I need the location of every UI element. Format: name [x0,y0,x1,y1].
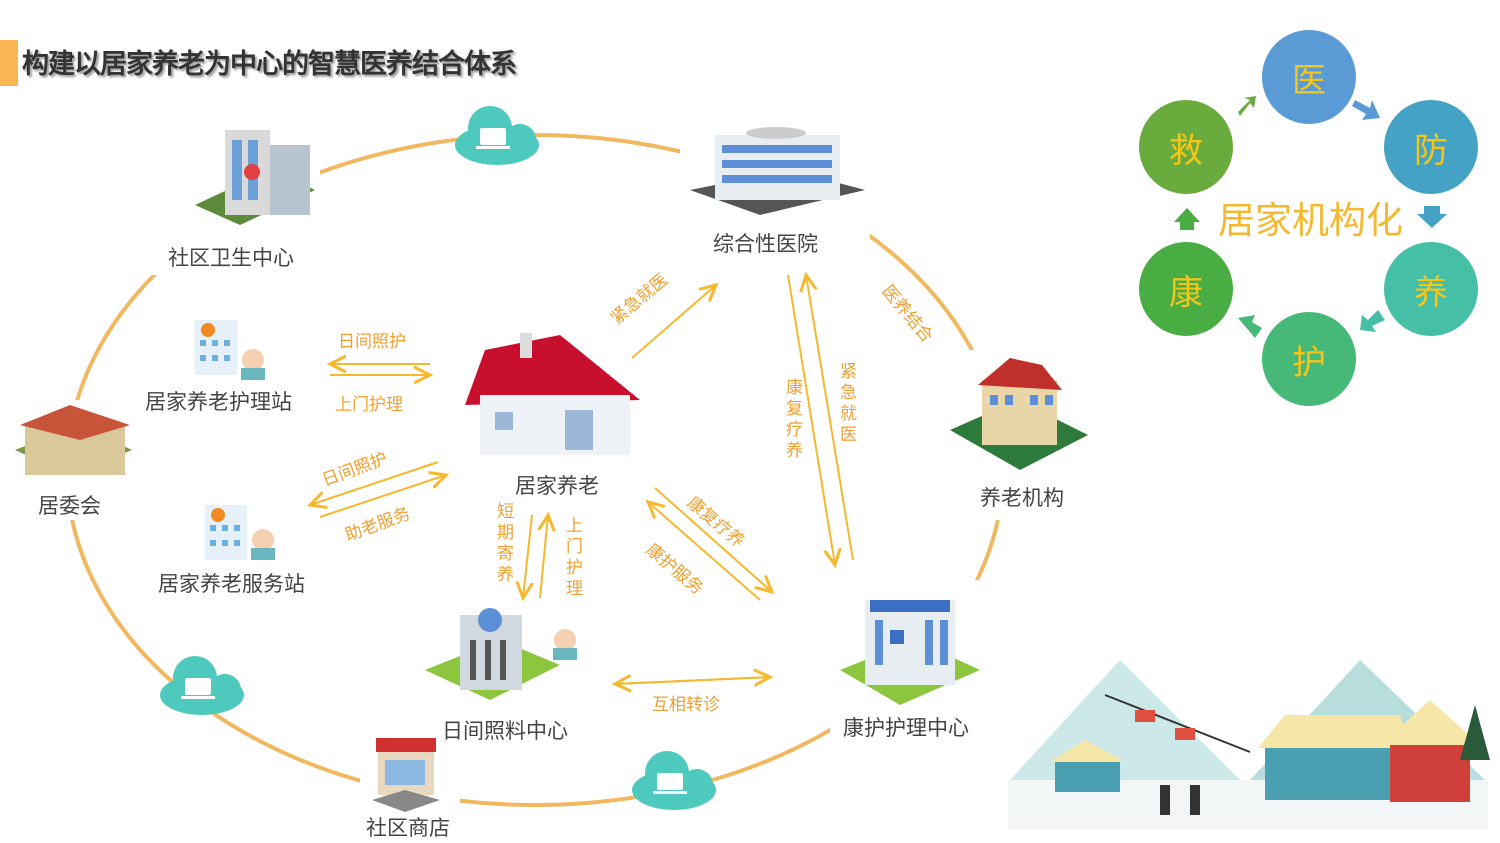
cloud-laptop-icon [455,106,539,165]
page-title: 构建以居家养老为中心的智慧医养结合体系 [22,49,517,80]
node-home-service-station: 居家养老服务站 [158,572,305,596]
arrow [648,502,761,601]
cloud-laptop-icon [632,751,716,810]
cycle-item-health: 康 [1139,242,1233,336]
arrow [319,475,446,518]
node-rehab-center: 康护护理中心 [843,716,969,740]
cycle-item-care: 养 [1384,242,1478,336]
home-care-station-icon [195,320,265,380]
general-hospital-icon [690,127,865,215]
community-health-center-icon [195,130,315,225]
arrow [654,487,772,592]
nursing-institution-icon [950,358,1088,470]
arrow-icon [1417,206,1447,228]
rehab-center-icon [840,600,980,705]
cloud-laptop-icon [160,656,244,715]
arrow [310,461,439,505]
label-door-nursing: 上门护理 [335,395,403,415]
arrow [540,515,548,599]
home-service-station-icon [205,505,275,560]
node-home-care-station: 居家养老护理站 [145,390,292,414]
arrow [631,285,716,359]
node-community-health-center: 社区卫生中心 [168,246,294,270]
arrow [523,514,532,598]
label-emergency-up: 紧急就医 [836,362,856,446]
arrow [614,677,770,684]
node-home-care: 居家养老 [515,474,599,498]
node-day-care-center: 日间照料中心 [442,719,568,743]
arrow-icon [1174,208,1200,230]
arrow-icon [1352,100,1380,120]
label-rehab-down: 康复疗养 [782,378,802,462]
node-community-shop: 社区商店 [366,816,450,840]
cycle-center-text: 居家机构化 [1218,199,1403,242]
cycle-item-rescue: 救 [1139,100,1233,194]
arrow-icon [1238,315,1262,338]
node-nursing-institution: 养老机构 [980,486,1064,510]
cycle-item-nursing: 护 [1262,312,1356,406]
title-accent-bar [0,40,18,86]
node-general-hospital: 综合性医院 [713,232,818,256]
label-door-nursing-2: 上门护理 [562,516,582,600]
winter-scene-illustration [1008,660,1490,830]
residents-committee-icon [15,405,132,475]
cycle-item-prevention: 防 [1384,100,1478,194]
arrow-icon [1238,96,1256,116]
label-day-care: 日间照护 [338,332,406,352]
label-short-stay: 短期寄养 [493,502,513,586]
node-residents-committee: 居委会 [38,494,101,518]
community-shop-icon [372,738,440,812]
arrow [806,275,854,561]
cycle-item-medical: 医 [1262,30,1356,124]
label-referral: 互相转诊 [652,695,720,715]
home-care-center-icon [465,333,640,455]
day-care-center-icon [425,608,577,700]
arrow [787,274,835,565]
arrow-icon [1360,310,1385,332]
